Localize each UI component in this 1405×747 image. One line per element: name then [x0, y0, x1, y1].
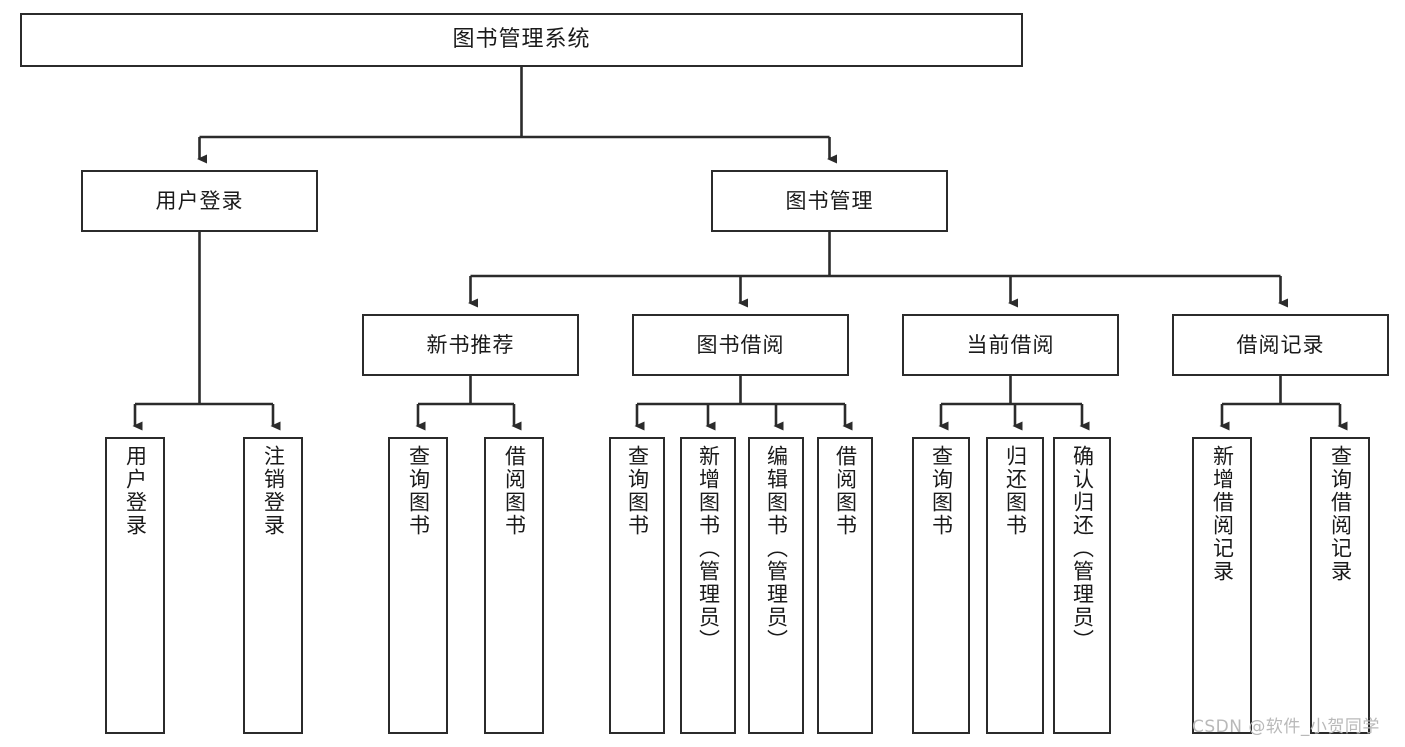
node-label-leaf-borrow-book-rec: 借阅图书 [502, 445, 527, 537]
node-new-book-rec[interactable]: 新书推荐 [362, 314, 579, 376]
node-label-leaf-confirm-return: 确认归还（管理员） [1070, 445, 1095, 652]
node-root[interactable]: 图书管理系统 [20, 13, 1023, 67]
csdn-watermark: CSDN @软件_小贺同学 [1192, 717, 1380, 737]
node-leaf-query-book-rec[interactable]: 查询图书 [388, 437, 448, 734]
node-user-login[interactable]: 用户登录 [81, 170, 318, 232]
node-leaf-borrow-book-rec[interactable]: 借阅图书 [484, 437, 544, 734]
node-label-leaf-query-book-c: 查询图书 [929, 445, 954, 537]
node-label-root: 图书管理系统 [452, 27, 591, 53]
node-label-new-book-rec: 新书推荐 [426, 332, 515, 357]
node-leaf-return-book[interactable]: 归还图书 [986, 437, 1044, 734]
node-leaf-query-record[interactable]: 查询借阅记录 [1310, 437, 1370, 734]
node-label-book-borrow: 图书借阅 [696, 332, 785, 357]
node-leaf-edit-book[interactable]: 编辑图书（管理员） [748, 437, 804, 734]
node-leaf-query-book-b[interactable]: 查询图书 [609, 437, 665, 734]
node-leaf-user-login[interactable]: 用户登录 [105, 437, 165, 734]
node-borrow-record[interactable]: 借阅记录 [1172, 314, 1389, 376]
node-label-leaf-user-login: 用户登录 [123, 445, 148, 537]
node-current-borrow[interactable]: 当前借阅 [902, 314, 1119, 376]
node-leaf-query-book-c[interactable]: 查询图书 [912, 437, 970, 734]
node-leaf-add-book[interactable]: 新增图书（管理员） [680, 437, 736, 734]
node-label-leaf-edit-book: 编辑图书（管理员） [764, 445, 789, 652]
node-book-manage[interactable]: 图书管理 [711, 170, 948, 232]
node-label-leaf-return-book: 归还图书 [1003, 445, 1028, 537]
node-label-leaf-query-book-b: 查询图书 [625, 445, 650, 537]
node-label-leaf-query-book-rec: 查询图书 [406, 445, 431, 537]
node-label-user-login: 用户登录 [155, 188, 244, 213]
node-leaf-borrow-book-b[interactable]: 借阅图书 [817, 437, 873, 734]
node-label-current-borrow: 当前借阅 [966, 332, 1055, 357]
node-leaf-confirm-return[interactable]: 确认归还（管理员） [1053, 437, 1111, 734]
node-label-leaf-add-record: 新增借阅记录 [1210, 445, 1235, 583]
node-leaf-logout[interactable]: 注销登录 [243, 437, 303, 734]
node-label-leaf-logout: 注销登录 [261, 445, 286, 537]
node-label-leaf-add-book: 新增图书（管理员） [696, 445, 721, 652]
node-book-borrow[interactable]: 图书借阅 [632, 314, 849, 376]
node-label-leaf-query-record: 查询借阅记录 [1328, 445, 1353, 583]
node-label-borrow-record: 借阅记录 [1236, 332, 1325, 357]
node-label-leaf-borrow-book-b: 借阅图书 [833, 445, 858, 537]
node-label-book-manage: 图书管理 [785, 188, 874, 213]
node-leaf-add-record[interactable]: 新增借阅记录 [1192, 437, 1252, 734]
